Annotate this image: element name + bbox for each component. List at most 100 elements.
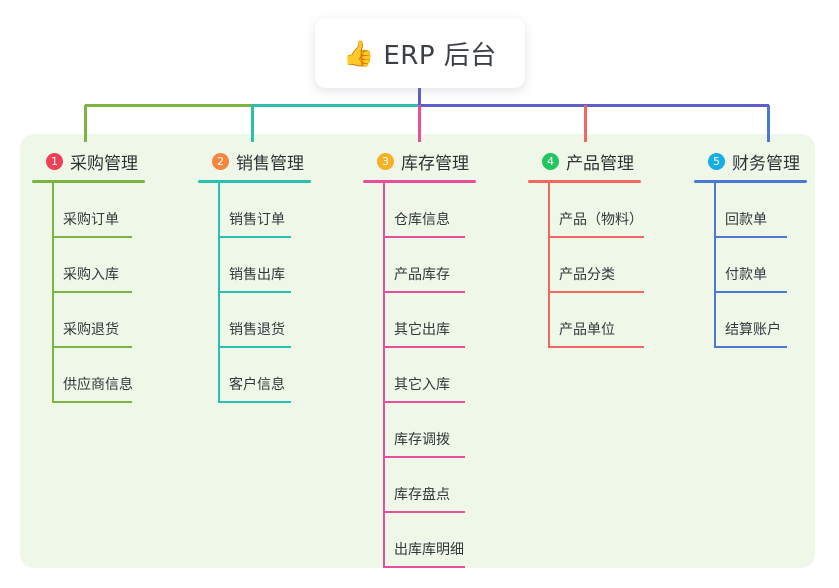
leaf-node[interactable]: 出库库明细 xyxy=(363,513,476,568)
leaf-node[interactable]: 采购退货 xyxy=(32,293,145,348)
branch-column-2: 2 销售管理销售订单销售出库销售退货客户信息 xyxy=(198,148,311,403)
leaf-label: 采购订单 xyxy=(63,212,119,228)
leaf-rule xyxy=(52,236,132,238)
leaf-label: 客户信息 xyxy=(229,377,285,393)
leaf-label: 付款单 xyxy=(725,267,767,283)
root-title: ERP 后台 xyxy=(383,40,497,71)
branch-label-3: 库存管理 xyxy=(401,153,469,174)
leaf-label: 结算账户 xyxy=(725,322,781,338)
leaf-node[interactable]: 销售退货 xyxy=(198,293,311,348)
branch-badge-5: 5 xyxy=(708,152,725,170)
leaf-rule xyxy=(714,291,787,293)
leaf-node[interactable]: 销售出库 xyxy=(198,238,311,293)
branch-spine-4 xyxy=(548,183,550,348)
branch-column-4: 4 产品管理产品（物料） 产品分类产品单位 xyxy=(528,148,644,348)
leaf-node[interactable]: 采购入库 xyxy=(32,238,145,293)
branch-column-5: 5 财务管理回款单付款单结算账户 xyxy=(694,148,807,348)
branch-spine-3 xyxy=(383,183,385,568)
leaf-rule xyxy=(52,346,132,348)
leaf-list-2: 销售订单销售出库销售退货客户信息 xyxy=(198,183,311,403)
leaf-rule xyxy=(52,401,132,403)
leaf-label: 销售退货 xyxy=(229,322,285,338)
branch-rule-4 xyxy=(528,180,641,183)
leaf-node[interactable]: 仓库信息 xyxy=(363,183,476,238)
leaf-rule xyxy=(548,236,644,238)
leaf-rule xyxy=(383,511,465,513)
leaf-list-5: 回款单付款单结算账户 xyxy=(694,183,807,348)
leaf-rule xyxy=(383,456,465,458)
leaf-rule xyxy=(383,346,465,348)
branch-badge-2: 2 xyxy=(212,152,229,170)
leaf-label: 其它出库 xyxy=(394,322,450,338)
leaf-label: 采购入库 xyxy=(63,267,119,283)
branch-badge-3: 3 xyxy=(377,152,394,170)
branch-label-2: 销售管理 xyxy=(236,153,304,174)
leaf-node[interactable]: 采购订单 xyxy=(32,183,145,238)
thumbs-up-icon: 👍 xyxy=(343,38,375,68)
branch-label-1: 采购管理 xyxy=(70,153,138,174)
branches-panel xyxy=(20,134,815,568)
leaf-label: 供应商信息 xyxy=(63,377,133,393)
leaf-node[interactable]: 供应商信息 xyxy=(32,348,145,403)
leaf-list-3: 仓库信息产品库存其它出库其它入库库存调拨库存盘点出库库明细 xyxy=(363,183,476,568)
leaf-node[interactable]: 产品分类 xyxy=(528,238,644,293)
branch-header-1[interactable]: 1 采购管理 xyxy=(32,148,145,174)
leaf-node[interactable]: 产品单位 xyxy=(528,293,644,348)
branch-spine-1 xyxy=(52,183,54,403)
leaf-node[interactable]: 客户信息 xyxy=(198,348,311,403)
leaf-rule xyxy=(218,291,291,293)
leaf-label: 产品库存 xyxy=(394,267,450,283)
branch-header-5[interactable]: 5 财务管理 xyxy=(694,148,807,174)
branch-badge-1: 1 xyxy=(46,152,63,170)
leaf-label: 库存调拨 xyxy=(394,432,450,448)
branch-spine-2 xyxy=(218,183,220,403)
leaf-rule xyxy=(383,566,465,568)
leaf-node[interactable]: 产品（物料） xyxy=(528,183,644,238)
leaf-label: 产品（物料） xyxy=(559,212,643,228)
branch-rule-5 xyxy=(694,180,807,183)
leaf-label: 产品单位 xyxy=(559,322,615,338)
leaf-node[interactable]: 其它出库 xyxy=(363,293,476,348)
leaf-label: 销售出库 xyxy=(229,267,285,283)
branch-rule-3 xyxy=(363,180,476,183)
leaf-list-4: 产品（物料） 产品分类产品单位 xyxy=(528,183,644,348)
branch-badge-4: 4 xyxy=(542,152,559,170)
leaf-node[interactable]: 其它入库 xyxy=(363,348,476,403)
leaf-rule xyxy=(218,236,291,238)
branch-label-5: 财务管理 xyxy=(732,153,800,174)
leaf-rule xyxy=(714,236,787,238)
branch-column-1: 1 采购管理采购订单采购入库采购退货供应商信息 xyxy=(32,148,145,403)
leaf-node[interactable]: 销售订单 xyxy=(198,183,311,238)
leaf-label: 产品分类 xyxy=(559,267,615,283)
leaf-label: 采购退货 xyxy=(63,322,119,338)
leaf-label: 销售订单 xyxy=(229,212,285,228)
leaf-node[interactable]: 库存调拨 xyxy=(363,403,476,458)
leaf-label: 仓库信息 xyxy=(394,212,450,228)
leaf-node[interactable]: 结算账户 xyxy=(694,293,807,348)
branch-header-4[interactable]: 4 产品管理 xyxy=(528,148,641,174)
leaf-rule xyxy=(714,346,787,348)
leaf-rule xyxy=(52,291,132,293)
branch-column-3: 3 库存管理仓库信息产品库存其它出库其它入库库存调拨库存盘点出库库明细 xyxy=(363,148,476,568)
leaf-node[interactable]: 付款单 xyxy=(694,238,807,293)
leaf-label: 其它入库 xyxy=(394,377,450,393)
leaf-node[interactable]: 产品库存 xyxy=(363,238,476,293)
leaf-rule xyxy=(383,236,465,238)
leaf-rule xyxy=(548,346,644,348)
leaf-node[interactable]: 回款单 xyxy=(694,183,807,238)
leaf-label: 库存盘点 xyxy=(394,487,450,503)
leaf-rule xyxy=(218,346,291,348)
branch-rule-1 xyxy=(32,180,145,183)
branch-label-4: 产品管理 xyxy=(566,153,634,174)
leaf-rule xyxy=(218,401,291,403)
leaf-rule xyxy=(383,291,465,293)
leaf-label: 出库库明细 xyxy=(394,542,464,558)
branch-header-2[interactable]: 2 销售管理 xyxy=(198,148,311,174)
leaf-node[interactable]: 库存盘点 xyxy=(363,458,476,513)
root-node[interactable]: 👍 ERP 后台 xyxy=(315,18,525,88)
leaf-label: 回款单 xyxy=(725,212,767,228)
branch-spine-5 xyxy=(714,183,716,348)
branch-rule-2 xyxy=(198,180,311,183)
branch-header-3[interactable]: 3 库存管理 xyxy=(363,148,476,174)
